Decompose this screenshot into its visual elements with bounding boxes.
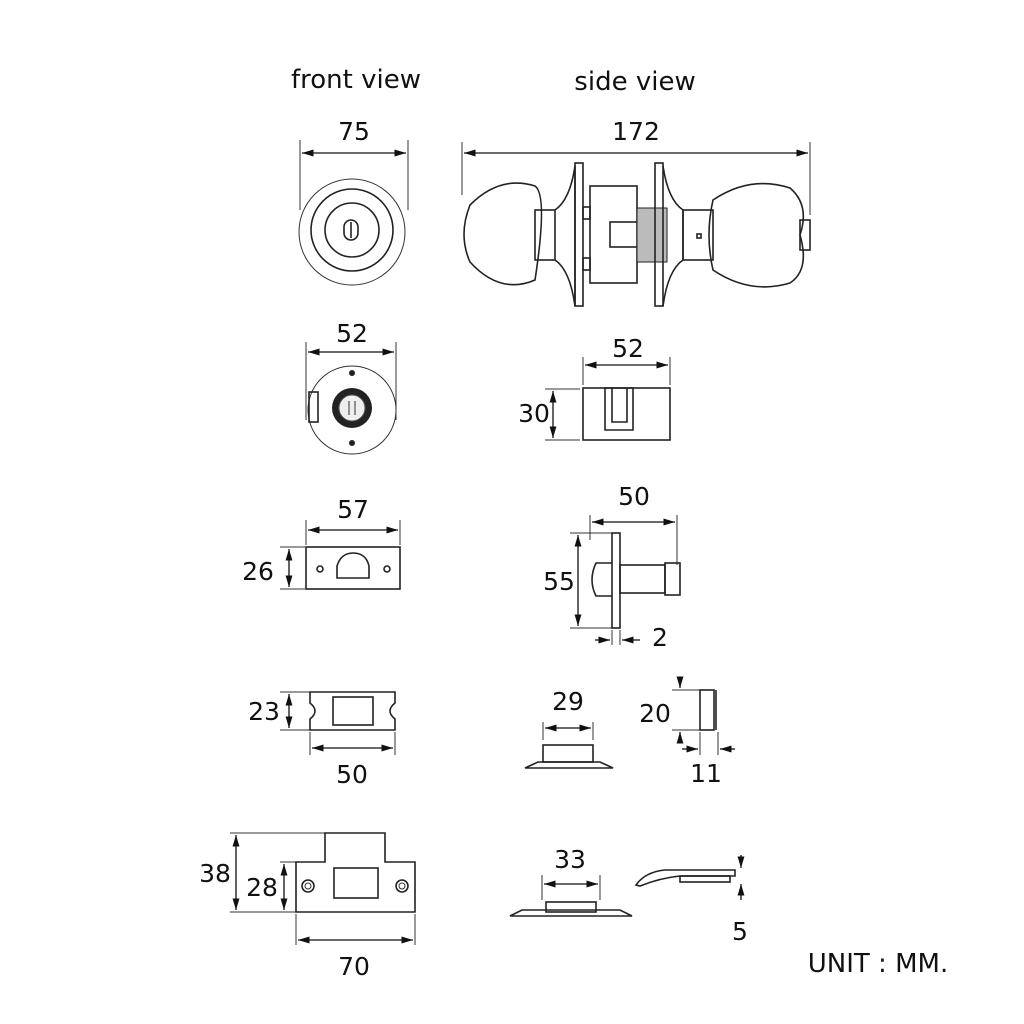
- dim-2: 2: [652, 623, 668, 652]
- unit-label: UNIT : MM.: [808, 949, 948, 979]
- dim-11: 11: [690, 759, 722, 788]
- dim-28: 28: [246, 873, 278, 902]
- dim-38: 38: [199, 859, 231, 888]
- dim-55: 55: [543, 567, 575, 596]
- dim-57: 57: [337, 495, 369, 524]
- front-view-title: front view: [291, 65, 421, 95]
- dim-50-strike-box: 50: [336, 760, 368, 789]
- dim-70: 70: [338, 952, 370, 981]
- strike-plate-front-view: [230, 832, 416, 945]
- dim-23: 23: [248, 697, 280, 726]
- rose-front-view: [305, 342, 397, 455]
- strike-box-side-view: [524, 722, 614, 769]
- strike-plate-lip-view: [634, 855, 745, 900]
- dim-50-latch: 50: [618, 482, 650, 511]
- dim-26: 26: [242, 557, 274, 586]
- faceplate-front-view: [280, 520, 401, 590]
- knob-side-view: [461, 142, 811, 307]
- dim-52-side: 52: [612, 334, 644, 363]
- dim-52-front: 52: [336, 319, 368, 348]
- dim-29: 29: [552, 687, 584, 716]
- dim-33: 33: [554, 845, 586, 874]
- side-view-title: side view: [574, 67, 695, 97]
- dim-20: 20: [639, 699, 671, 728]
- knob-front-view: [298, 140, 409, 286]
- dim-75: 75: [338, 117, 370, 146]
- dim-30: 30: [518, 399, 550, 428]
- dim-5: 5: [732, 917, 748, 946]
- dim-172: 172: [612, 117, 660, 146]
- strike-box-front-view: [280, 691, 396, 755]
- strike-box-depth-view: [672, 676, 735, 755]
- strike-plate-side-view: [509, 875, 633, 917]
- latch-side-view: [570, 515, 681, 645]
- latch-case-side-view: [545, 357, 671, 441]
